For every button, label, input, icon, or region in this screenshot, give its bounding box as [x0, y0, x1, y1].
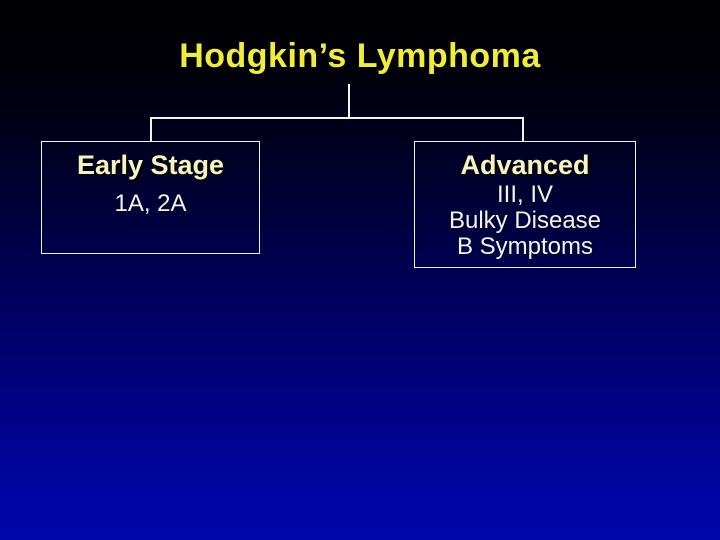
branch-detail-line: 1A, 2A	[114, 190, 187, 217]
branch-detail-line: B Symptoms	[456, 233, 594, 260]
branch-detail-line: III, IV	[496, 181, 553, 208]
branch-header-advanced: Advanced	[460, 150, 590, 180]
connector-crossbar	[150, 117, 524, 119]
branch-detail-line: Bulky Disease	[448, 207, 602, 234]
branch-box-early-stage: Early Stage 1A, 2A	[41, 141, 260, 254]
branch-header-early-stage: Early Stage	[76, 150, 225, 180]
connector-drop-right	[522, 117, 524, 142]
slide-title: Hodgkin’s Lymphoma	[179, 37, 541, 75]
connector-root-stem	[348, 84, 350, 118]
connector-drop-left	[150, 117, 152, 142]
branch-box-advanced: Advanced III, IV Bulky Disease B Symptom…	[414, 141, 636, 268]
